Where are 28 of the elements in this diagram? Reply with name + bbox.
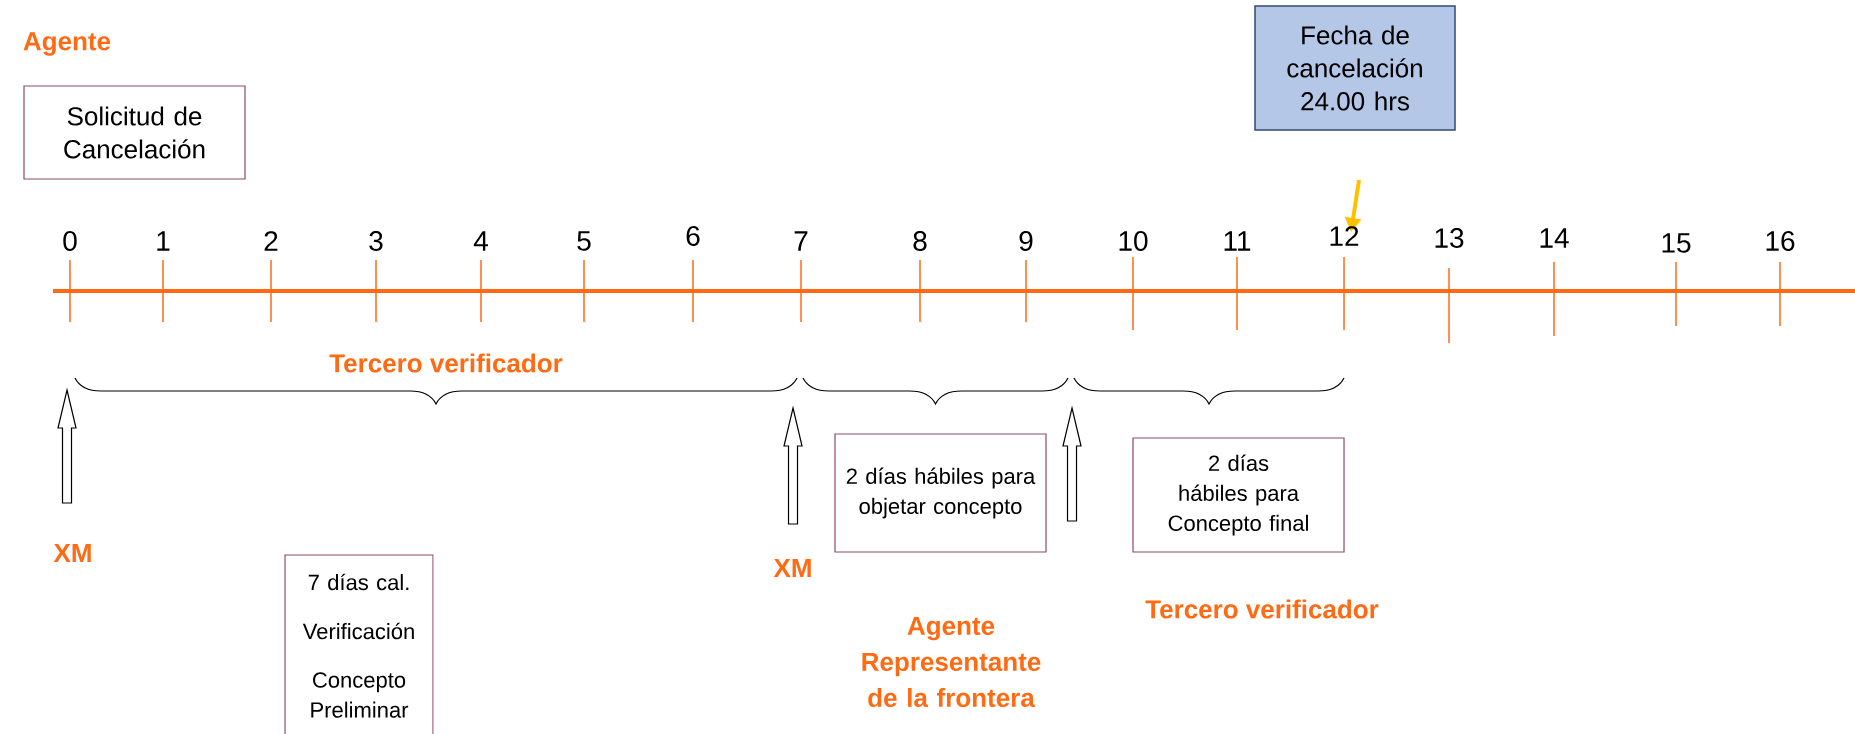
tick-number: 5	[577, 231, 591, 251]
tick-number: 15	[1662, 233, 1691, 253]
role-label: Agente	[23, 32, 111, 56]
tick-number: 7	[794, 231, 808, 251]
tick-number: 10	[1119, 231, 1148, 251]
text-box: Solicitud de Cancelación	[23, 85, 246, 180]
tick-number: 13	[1435, 228, 1464, 248]
text-box: Fecha de cancelación 24.00 hrs	[1254, 5, 1456, 131]
text-box: 2 días hábiles para objetar concepto	[834, 433, 1047, 553]
role-label: Tercero verificador	[329, 353, 563, 373]
tick-number: 12	[1330, 226, 1359, 246]
tick-number: 1	[157, 231, 170, 251]
text-box: 7 días cal. Verificación Concepto Preliminar	[284, 554, 434, 734]
tick-number: 0	[63, 231, 77, 251]
role-label: Agente Representante de la frontera	[862, 616, 1041, 708]
role-label: Tercero verificador	[1145, 599, 1379, 619]
tick-number: 14	[1540, 228, 1569, 248]
tick-number: 2	[264, 231, 278, 251]
role-label: XM	[773, 559, 811, 577]
tick-number: 11	[1224, 231, 1251, 251]
tick-number: 3	[369, 231, 383, 251]
tick-number: 4	[473, 231, 488, 251]
tick-number: 9	[1019, 231, 1033, 251]
text-box: 2 días hábiles para Concepto final	[1132, 437, 1345, 553]
tick-number: 6	[686, 226, 700, 246]
tick-number: 8	[913, 231, 927, 251]
role-label: XM	[53, 544, 91, 562]
tick-number: 16	[1766, 231, 1795, 251]
